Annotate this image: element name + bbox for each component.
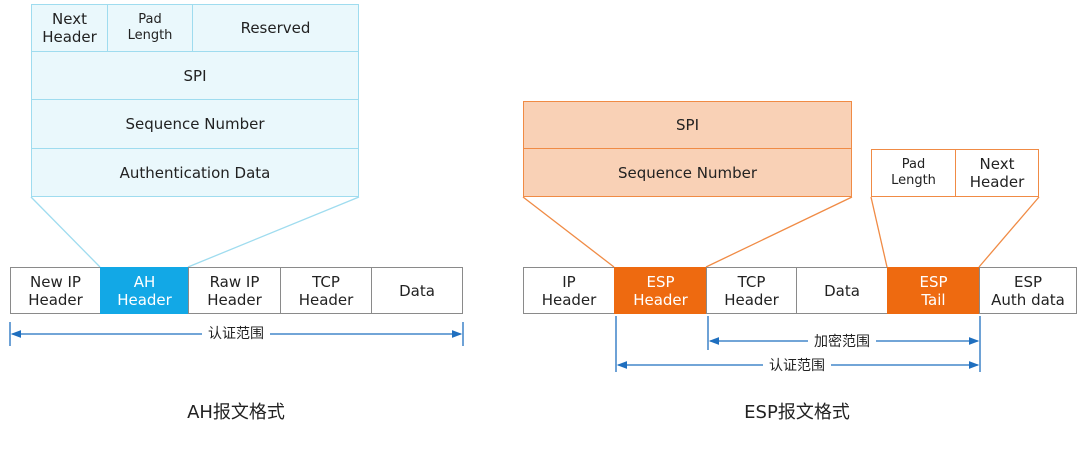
esp-tail-field-pad-length: Pad Length [871,149,956,197]
ah-caption: AH报文格式 [187,402,285,423]
ah-field-authentication-data: Authentication Data [31,148,359,197]
ah-field-reserved: Reserved [192,4,359,52]
ah-packet-tcp-header: TCP Header [280,267,372,314]
ah-packet-new-ip-header: New IP Header [10,267,101,314]
esp-caption: ESP报文格式 [744,402,850,423]
esp-packet-tcp-header: TCP Header [706,267,797,314]
ah-field-spi: SPI [31,51,359,100]
esp-field-spi: SPI [523,101,852,149]
ah-field-sequence-number: Sequence Number [31,99,359,149]
esp-field-sequence-number: Sequence Number [523,148,852,197]
ah-packet-data: Data [371,267,463,314]
esp-packet-data: Data [796,267,888,314]
esp-header-connector-left [522,196,615,268]
esp-tail-connector-left [870,196,888,268]
esp-tail-field-next-header: Next Header [955,149,1039,197]
ah-packet-ah-header: AH Header [100,267,189,314]
esp-packet-ip-header: IP Header [523,267,615,314]
ah-connector-right [187,196,360,268]
esp-packet-esp-header: ESP Header [614,267,707,314]
ah-packet-raw-ip-header: Raw IP Header [188,267,281,314]
esp-tail-connector-right [978,196,1040,268]
esp-auth-range-label: 认证范围 [763,355,831,375]
esp-encrypt-range-label: 加密范围 [808,331,876,351]
ah-connector-left [30,196,101,268]
ah-field-next-header: Next Header [31,4,108,52]
ah-auth-range-label: 认证范围 [202,323,270,343]
ah-field-pad-length: Pad Length [107,4,193,52]
esp-header-connector-right [705,196,853,268]
esp-packet-esp-auth-data: ESP Auth data [979,267,1077,314]
esp-packet-esp-tail: ESP Tail [887,267,980,314]
